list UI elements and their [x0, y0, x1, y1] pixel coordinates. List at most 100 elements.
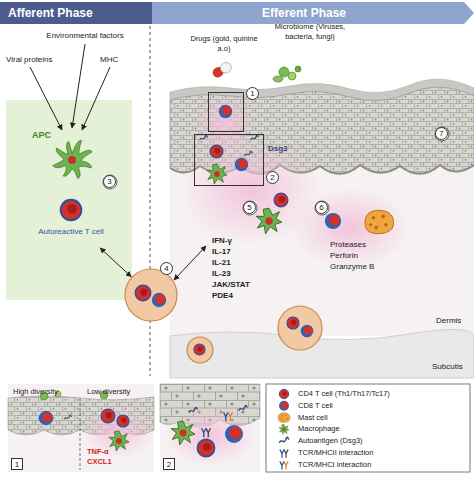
node-illustration	[224, 412, 233, 421]
node-illustration	[80, 398, 81, 470]
annotation-text: IL-23	[212, 269, 231, 279]
annotation-text: Dsg3	[268, 144, 288, 154]
band-arrow	[0, 2, 162, 24]
node-illustration	[160, 384, 260, 472]
node-illustration	[164, 406, 256, 466]
skin-section	[170, 150, 474, 336]
node-illustration	[202, 428, 211, 437]
node-illustration	[8, 384, 154, 472]
callout-number: 5	[243, 201, 256, 214]
legend-sample	[280, 461, 288, 469]
afferent-panel	[6, 100, 132, 300]
immune-cells	[365, 210, 393, 233]
triggers	[211, 61, 301, 82]
node-illustration	[32, 194, 110, 248]
node-illustration	[225, 425, 243, 443]
zoom-box: 1	[208, 92, 244, 132]
legend-text: TCR/MHCI interaction	[298, 460, 371, 470]
node-illustration	[160, 384, 260, 472]
legend-text: Mast cell	[298, 413, 328, 423]
afferent-panel	[30, 67, 62, 130]
node-illustration	[39, 411, 53, 425]
node-text: 2	[163, 458, 175, 470]
triggers	[211, 61, 233, 80]
immune-cells	[274, 193, 288, 207]
annotation-text: IL-17	[212, 247, 231, 257]
annotation-text: Microbiome (Viruses, bacteria, fungi)	[262, 22, 358, 41]
annotation-text: Subcutis	[432, 362, 463, 372]
node-illustration	[135, 285, 150, 300]
node-illustration	[8, 384, 154, 472]
node-text: CXCL1	[87, 457, 112, 467]
node-text: 2	[266, 171, 279, 184]
legend-samples	[278, 389, 290, 469]
apc-cell: APC	[28, 124, 112, 186]
node-illustration	[135, 285, 166, 307]
immune-cells	[256, 208, 282, 234]
immune-cells	[325, 213, 341, 229]
node-text: Afferent Phase	[8, 6, 93, 20]
skin-section	[301, 325, 314, 338]
triggers	[219, 61, 234, 75]
legend-text: Autoantigen (Dsg3)	[298, 436, 363, 446]
immune-cells	[219, 105, 233, 119]
annotation-text: Granzyme B	[330, 262, 374, 272]
node-illustration	[101, 409, 115, 423]
node-illustration	[160, 384, 260, 472]
node-illustration	[65, 415, 72, 419]
inset-panel: 1High diversityLow diversityTNF-αCXCL1	[8, 384, 154, 472]
vessel-outline	[125, 269, 177, 321]
connector	[100, 248, 131, 277]
immune-cells	[243, 201, 257, 215]
node-text: 1	[246, 87, 259, 100]
annotation-text: JAK/STAT	[212, 280, 250, 290]
triggers	[295, 66, 301, 72]
annotation-text: Viral proteins	[6, 55, 53, 65]
node-illustration	[197, 439, 214, 456]
immune-cells	[251, 135, 259, 140]
afferent-panel	[82, 67, 110, 130]
phase-divider	[150, 26, 151, 376]
afferent-panel	[103, 175, 117, 189]
node-illustration	[61, 200, 82, 221]
triggers	[273, 76, 283, 82]
afferent-panel	[72, 44, 85, 128]
legend-text: TCR/MHCII interaction	[298, 448, 373, 458]
immune-cells	[235, 158, 249, 172]
t-cell: Autoreactive T cell	[32, 194, 110, 248]
node-text: TNF-α	[87, 447, 109, 457]
node-illustration	[171, 421, 195, 445]
node-text: 4	[160, 262, 173, 275]
triggers	[288, 72, 296, 80]
annotation-text: Perforin	[330, 251, 358, 261]
immune-cells	[200, 105, 449, 234]
node-illustration	[53, 141, 92, 179]
triggers	[279, 67, 289, 77]
skin-section	[170, 329, 474, 378]
node-illustration	[152, 293, 166, 307]
node-text: Autoreactive T cell	[32, 227, 110, 237]
skin-section	[194, 344, 205, 355]
node-text: Low diversity	[87, 387, 130, 397]
node-text: APC	[32, 130, 51, 141]
annotation-text: Dermis	[436, 316, 461, 326]
skin-section	[287, 317, 299, 329]
skin-section	[195, 95, 255, 155]
node-illustration	[117, 415, 129, 427]
annotation-text: Environmental factors	[40, 31, 130, 41]
node-illustration	[53, 141, 92, 179]
zoom-box: 2	[194, 134, 264, 186]
callout-number: 3	[103, 175, 116, 188]
phase-band: Afferent Phase	[0, 2, 162, 24]
skin-section	[170, 79, 474, 378]
immune-cells	[315, 201, 329, 215]
legend-text: CD4 T cell (Th1/Th17/Tc17)	[298, 389, 390, 399]
inset-panel: 2	[160, 384, 260, 472]
annotation-text: Proteases	[330, 240, 366, 250]
skin-section	[290, 188, 410, 268]
immune-cells	[200, 135, 208, 140]
legend-sample	[279, 389, 288, 398]
node-illustration	[109, 431, 129, 451]
immune-cells	[435, 127, 449, 141]
